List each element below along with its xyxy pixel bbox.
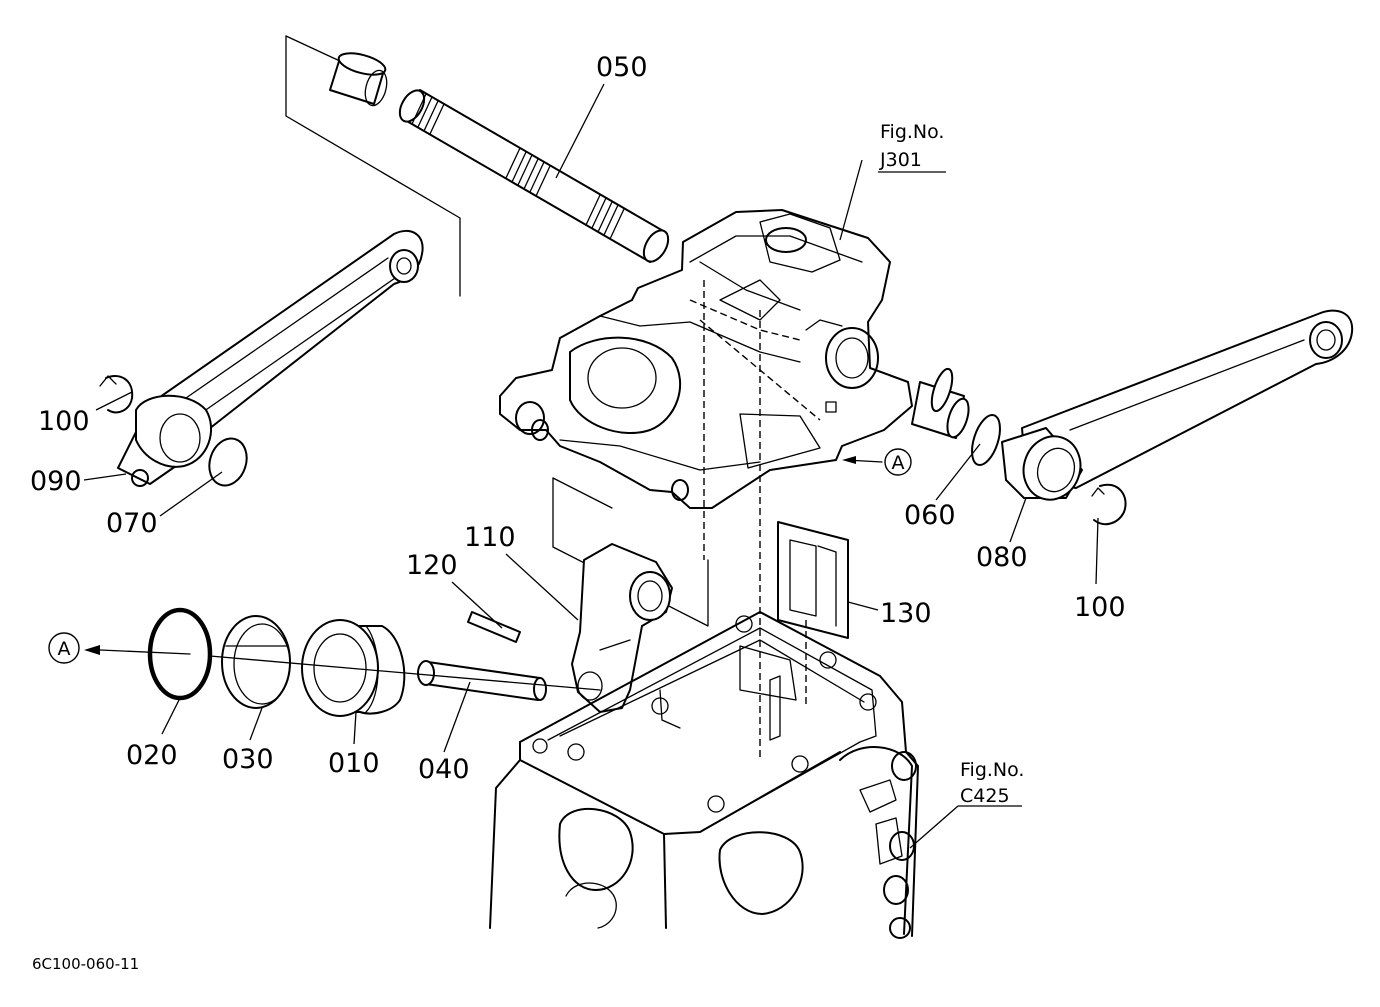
figure-ref-prefix: Fig.No. bbox=[880, 121, 944, 143]
callout-010: 010 bbox=[328, 748, 380, 779]
callout-070: 070 bbox=[106, 508, 158, 539]
callout-110: 110 bbox=[464, 522, 516, 553]
snap-ring-100-left bbox=[99, 375, 134, 414]
reference-letter: A bbox=[892, 452, 905, 474]
inner-arm-110 bbox=[571, 543, 673, 713]
assembly-axis bbox=[209, 655, 601, 691]
reference-mark-a-right: A bbox=[842, 448, 912, 476]
drawing-code: 6C100-060-11 bbox=[32, 955, 139, 973]
callout-090: 090 bbox=[30, 466, 82, 497]
upper-shaft-bush bbox=[329, 52, 388, 107]
o-ring-070 bbox=[208, 437, 248, 487]
callout-030: 030 bbox=[222, 744, 274, 775]
reference-mark-a-left: A bbox=[48, 632, 191, 664]
callout-040: 040 bbox=[418, 754, 470, 785]
callout-labels: 050 100 090 070 110 120 130 060 080 100 … bbox=[30, 52, 1126, 785]
transmission-case bbox=[489, 611, 919, 939]
lift-shaft-050 bbox=[398, 89, 670, 263]
figure-ref-number: J301 bbox=[879, 149, 922, 171]
figure-ref-number: C425 bbox=[960, 785, 1010, 807]
figure-ref-c425: Fig.No. C425 bbox=[960, 759, 1024, 807]
callout-060: 060 bbox=[904, 500, 956, 531]
figure-ref-prefix: Fig.No. bbox=[960, 759, 1024, 781]
snap-ring-100-right bbox=[1091, 483, 1127, 526]
figure-ref-j301: Fig.No. J301 bbox=[879, 121, 944, 171]
hydraulic-cylinder-housing bbox=[499, 209, 913, 760]
backup-ring-030 bbox=[221, 615, 291, 709]
callout-120: 120 bbox=[406, 550, 458, 581]
callout-050: 050 bbox=[596, 52, 648, 83]
callout-080: 080 bbox=[976, 542, 1028, 573]
o-ring-060 bbox=[971, 413, 1001, 467]
callout-100-right: 100 bbox=[1074, 592, 1126, 623]
right-bush bbox=[911, 367, 970, 439]
callout-100-left: 100 bbox=[38, 406, 90, 437]
leader-lines bbox=[83, 83, 1099, 849]
callout-020: 020 bbox=[126, 740, 178, 771]
lift-arm-080 bbox=[1001, 309, 1354, 501]
reference-letter: A bbox=[58, 638, 71, 660]
callout-130: 130 bbox=[880, 598, 932, 629]
pin-120 bbox=[467, 611, 521, 643]
piston-rod-040 bbox=[417, 660, 547, 701]
cover-plate-130 bbox=[777, 521, 849, 639]
lift-arm-090 bbox=[117, 229, 424, 487]
